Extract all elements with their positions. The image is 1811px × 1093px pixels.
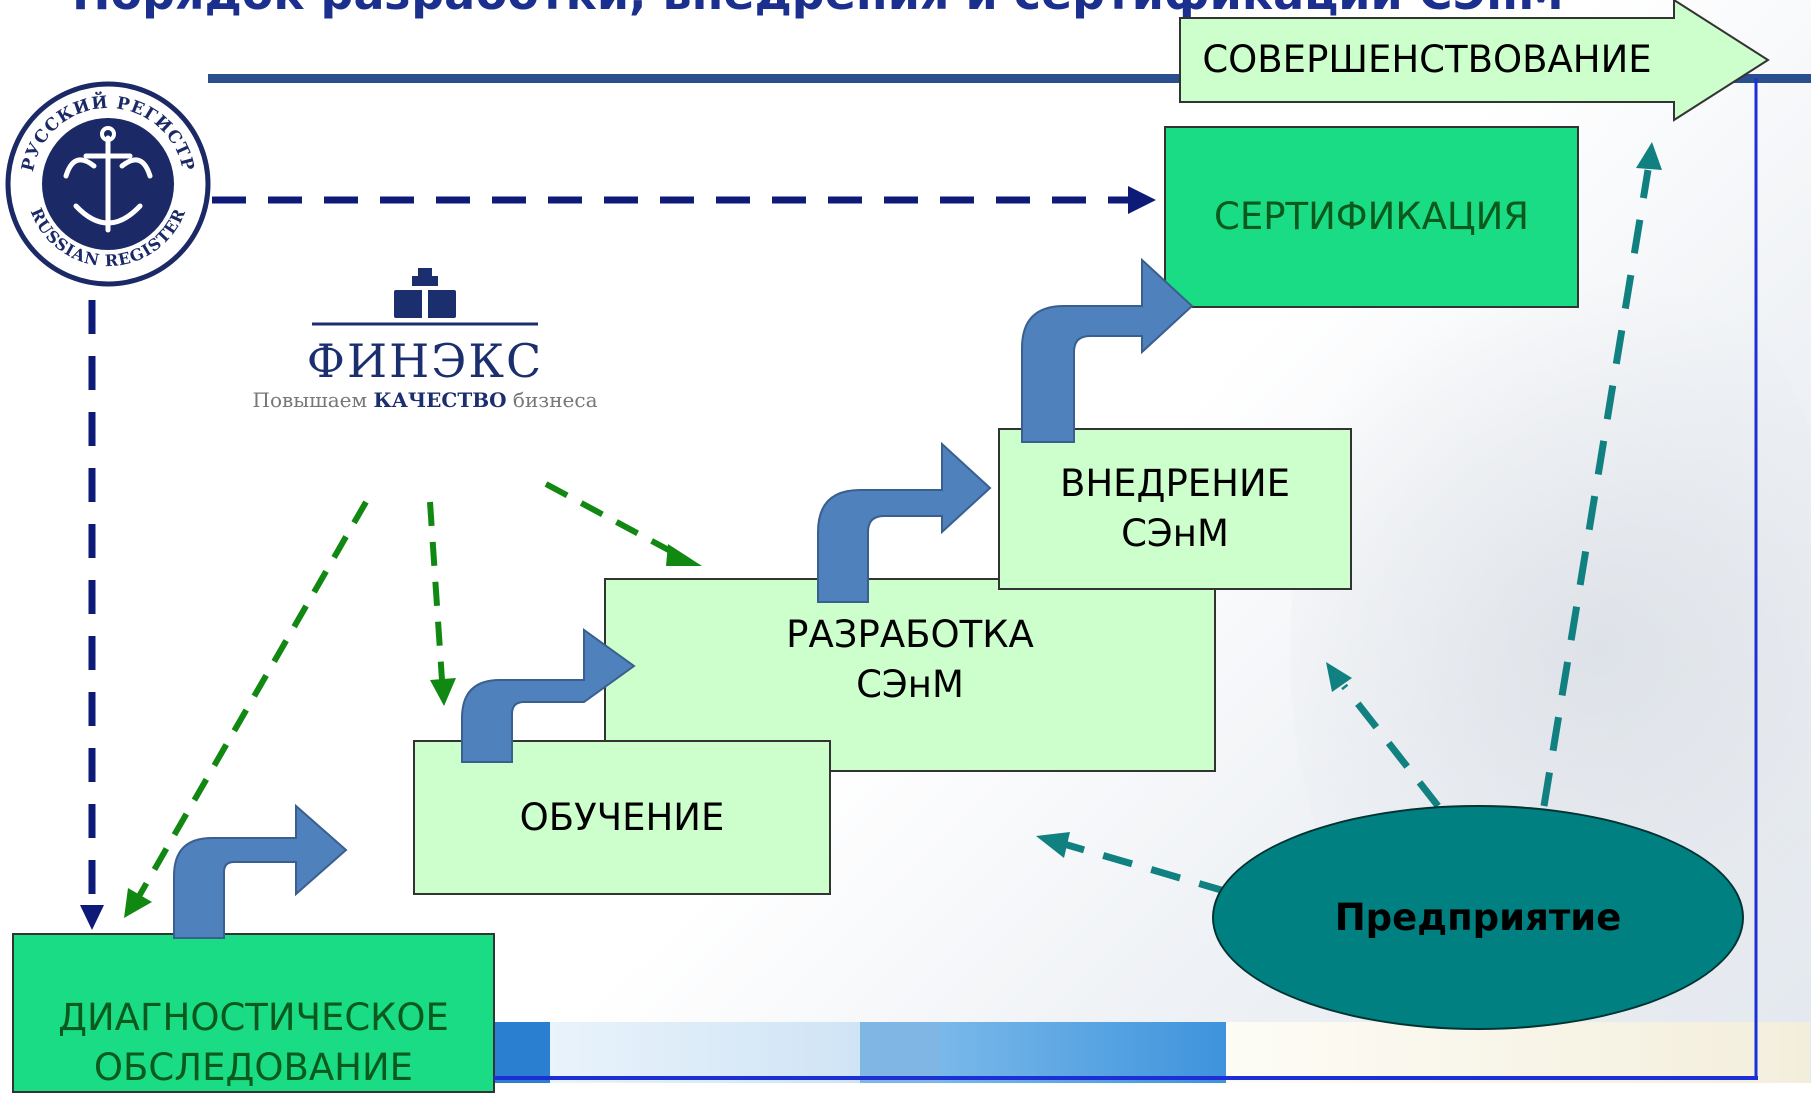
enterprise-label: Предприятие: [1334, 896, 1622, 939]
step-arrow-diagnostic-to-training: [173, 803, 348, 939]
title-underline: [208, 74, 1811, 83]
register-to-diagnostic-arrow: [80, 300, 104, 930]
implementation-label-line2: СЭнМ: [1121, 512, 1229, 555]
finex-to-diagnostic-arrow: [124, 500, 369, 918]
step-arrow-training-to-development: [461, 628, 636, 763]
finex-to-development-arrow: [544, 481, 702, 566]
training-label: ОБУЧЕНИЕ: [519, 795, 725, 839]
enterprise-to-development-arrow: [1036, 832, 1229, 896]
diagnostic-label-line2: ОБСЛЕДОВАНИЕ: [93, 1046, 414, 1089]
improvement-arrow: [1179, 0, 1770, 122]
diagnostic-label-line1: ДИАГНОСТИЧЕСКОЕ: [58, 996, 449, 1039]
certification-box: СЕРТИФИКАЦИЯ: [1164, 126, 1579, 308]
development-label-line1: РАЗРАБОТКА: [786, 613, 1034, 656]
enterprise-to-implementation-arrow: [1326, 662, 1441, 809]
development-label-line2: СЭнМ: [856, 663, 964, 706]
finex-emblem-icon: [312, 268, 538, 326]
photo-strip: [494, 1022, 1810, 1083]
improvement-label: СОВЕРШЕНСТВОВАНИЕ: [1202, 38, 1652, 81]
register-to-certification-arrow: [212, 186, 1156, 214]
finex-name: ФИНЭКС: [306, 334, 544, 388]
page-title: Порядок разработки, внедрения и сертифик…: [72, 0, 1564, 20]
bottom-frame-line: [494, 1076, 1758, 1080]
step-arrow-development-to-implementation: [817, 441, 992, 603]
certification-label: СЕРТИФИКАЦИЯ: [1213, 195, 1530, 238]
enterprise-node: Предприятие: [1212, 805, 1744, 1030]
implementation-label-line1: ВНЕДРЕНИЕ: [1059, 462, 1291, 505]
development-box: РАЗРАБОТКА СЭнМ: [604, 578, 1216, 772]
implementation-box: ВНЕДРЕНИЕ СЭнМ: [998, 428, 1352, 590]
step-arrow-implementation-to-certification: [1021, 257, 1194, 443]
training-box: ОБУЧЕНИЕ: [413, 740, 831, 895]
finex-logo: ФИНЭКС Повышаем КАЧЕСТВО бизнеса: [250, 268, 600, 412]
diagnostic-box: ДИАГНОСТИЧЕСКОЕ ОБСЛЕДОВАНИЕ: [12, 933, 495, 1093]
finex-slogan: Повышаем КАЧЕСТВО бизнеса: [252, 388, 598, 412]
russian-register-logo: РУССКИЙ РЕГИСТР RUSSIAN REGISTER: [4, 80, 212, 288]
finex-to-training-arrow: [427, 501, 456, 706]
enterprise-to-improvement-arrow: [1540, 142, 1662, 807]
